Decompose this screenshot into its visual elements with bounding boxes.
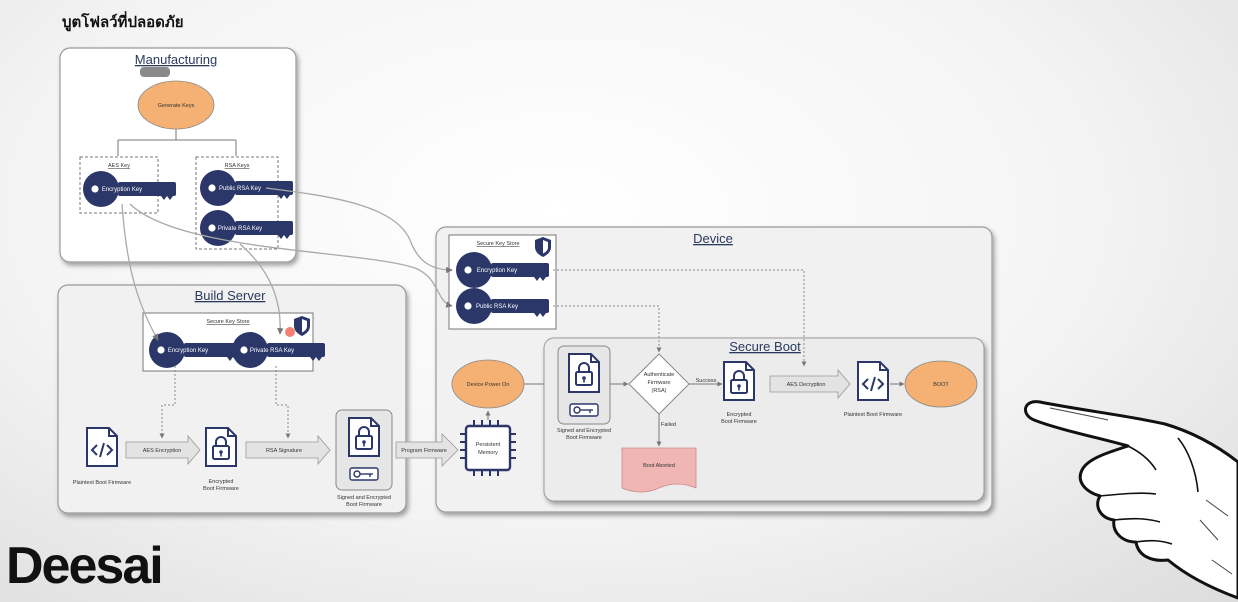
aes-decryption-arrow: AES Decryption (769, 368, 851, 400)
lock-file-icon (205, 427, 237, 467)
svg-text:Memory: Memory (478, 450, 498, 456)
svg-text:BOOT: BOOT (933, 382, 949, 388)
rsa-signature-arrow: RSA Signature (245, 434, 331, 466)
chip-icon (460, 420, 516, 476)
generate-keys-node: Generate Keys (137, 80, 215, 130)
build-secure-key-store: Secure Key Store Encryption Key Private … (142, 312, 325, 372)
svg-text:Boot Firmware: Boot Firmware (721, 419, 757, 425)
svg-text:Encrypted: Encrypted (727, 412, 752, 418)
svg-text:RSA Keys: RSA Keys (225, 163, 250, 169)
boot-encrypted-firmware-node: Encrypted Boot Firmware (721, 361, 757, 425)
page-title: บูตโฟลว์ที่ปลอดภัย (62, 13, 184, 31)
rsa-keys-group: RSA Keys Public RSA Key Private RSA Key (195, 156, 293, 250)
svg-text:Boot Firmware: Boot Firmware (566, 435, 602, 441)
aes-key-group: AES Key Encryption Key (79, 156, 176, 214)
svg-text:RSA Signature: RSA Signature (266, 448, 302, 454)
build-server-section: Build Server Secure Key Store Encryption… (57, 284, 407, 514)
failed-label: Failed (661, 422, 676, 428)
svg-text:Secure Key Store: Secure Key Store (476, 241, 519, 247)
dotted-key-connectors (159, 269, 807, 439)
svg-text:Generate Keys: Generate Keys (158, 103, 195, 109)
svg-text:Plaintext Boot Firmware: Plaintext Boot Firmware (844, 412, 902, 418)
boot-aborted-node: Boot Aborted (621, 447, 697, 493)
svg-text:Boot Firmware: Boot Firmware (346, 502, 382, 508)
secure-boot-section: Secure Boot Signed and Encrypted Boot Fi… (543, 337, 985, 502)
svg-text:Persistent: Persistent (476, 442, 501, 448)
svg-text:AES Decryption: AES Decryption (787, 382, 826, 388)
code-file-icon (857, 361, 889, 401)
aes-encryption-arrow: AES Encryption (125, 434, 201, 466)
key-icon (569, 403, 599, 417)
pointing-hand-icon (1024, 400, 1238, 600)
signed-firmware-node: Signed and Encrypted Boot Firmware (335, 409, 393, 508)
authenticate-decision: Authenticate Firmware (RSA) (628, 353, 690, 415)
svg-text:Secure Key Store: Secure Key Store (206, 319, 249, 325)
svg-text:AES Key: AES Key (108, 163, 130, 169)
code-file-icon (86, 427, 118, 467)
svg-text:Boot Firmware: Boot Firmware (203, 486, 239, 492)
device-title: Device (693, 231, 733, 246)
svg-text:Authenticate: Authenticate (644, 372, 675, 378)
svg-text:Boot Aborted: Boot Aborted (643, 463, 675, 469)
boot-node: BOOT (904, 360, 978, 408)
build-encryption-key-label: Encryption Key (168, 348, 208, 354)
highlight-dot (285, 327, 295, 337)
secure-boot-title: Secure Boot (729, 339, 801, 354)
boot-signed-firmware-node: Signed and Encrypted Boot Firmware (557, 345, 611, 441)
brand-logo: Deesai (6, 537, 164, 595)
encrypted-firmware-node: Encrypted Boot Firmware (203, 427, 239, 492)
svg-text:Program Firmware: Program Firmware (401, 448, 447, 454)
svg-text:(RSA): (RSA) (652, 388, 667, 394)
svg-text:Signed and Encrypted: Signed and Encrypted (557, 428, 611, 434)
key-icon (349, 467, 379, 481)
boot-plaintext-firmware-node: Plaintext Boot Firmware (844, 361, 902, 418)
device-encryption-key-label: Encryption Key (477, 268, 517, 274)
persistent-memory-node: Persistent Memory (460, 420, 516, 476)
svg-text:Firmware: Firmware (648, 380, 671, 386)
lock-file-icon (348, 417, 380, 457)
manufacturing-encryption-key-label: Encryption Key (102, 187, 142, 193)
lock-file-icon (723, 361, 755, 401)
generate-keys-connector (117, 129, 237, 156)
manufacturing-section: Manufacturing Generate Keys AES Key Encr… (59, 47, 297, 263)
device-power-on-node: Device Power On (451, 359, 525, 409)
svg-text:AES Encryption: AES Encryption (143, 448, 182, 454)
plaintext-firmware-node: Plaintext Boot Firmware (73, 427, 131, 486)
lock-file-icon (568, 353, 600, 393)
build-server-title: Build Server (195, 288, 266, 303)
device-secure-key-store: Secure Key Store Encryption Key Public R… (448, 234, 557, 330)
svg-text:Plaintext Boot Firmware: Plaintext Boot Firmware (73, 480, 131, 486)
svg-text:Device Power On: Device Power On (467, 382, 510, 388)
program-firmware-arrow: Program Firmware (395, 433, 459, 467)
svg-text:Encrypted: Encrypted (209, 479, 234, 485)
svg-text:Signed and Encrypted: Signed and Encrypted (337, 495, 391, 501)
manufacturing-title: Manufacturing (135, 52, 217, 67)
device-public-rsa-key-label: Public RSA Key (476, 304, 518, 310)
manufacturing-public-rsa-key-label: Public RSA Key (219, 186, 261, 192)
success-label: Success (696, 378, 717, 384)
build-private-rsa-key-label: Private RSA Key (250, 348, 294, 354)
manufacturing-private-rsa-key-label: Private RSA Key (218, 226, 262, 232)
key-distribution-connectors (121, 187, 453, 341)
